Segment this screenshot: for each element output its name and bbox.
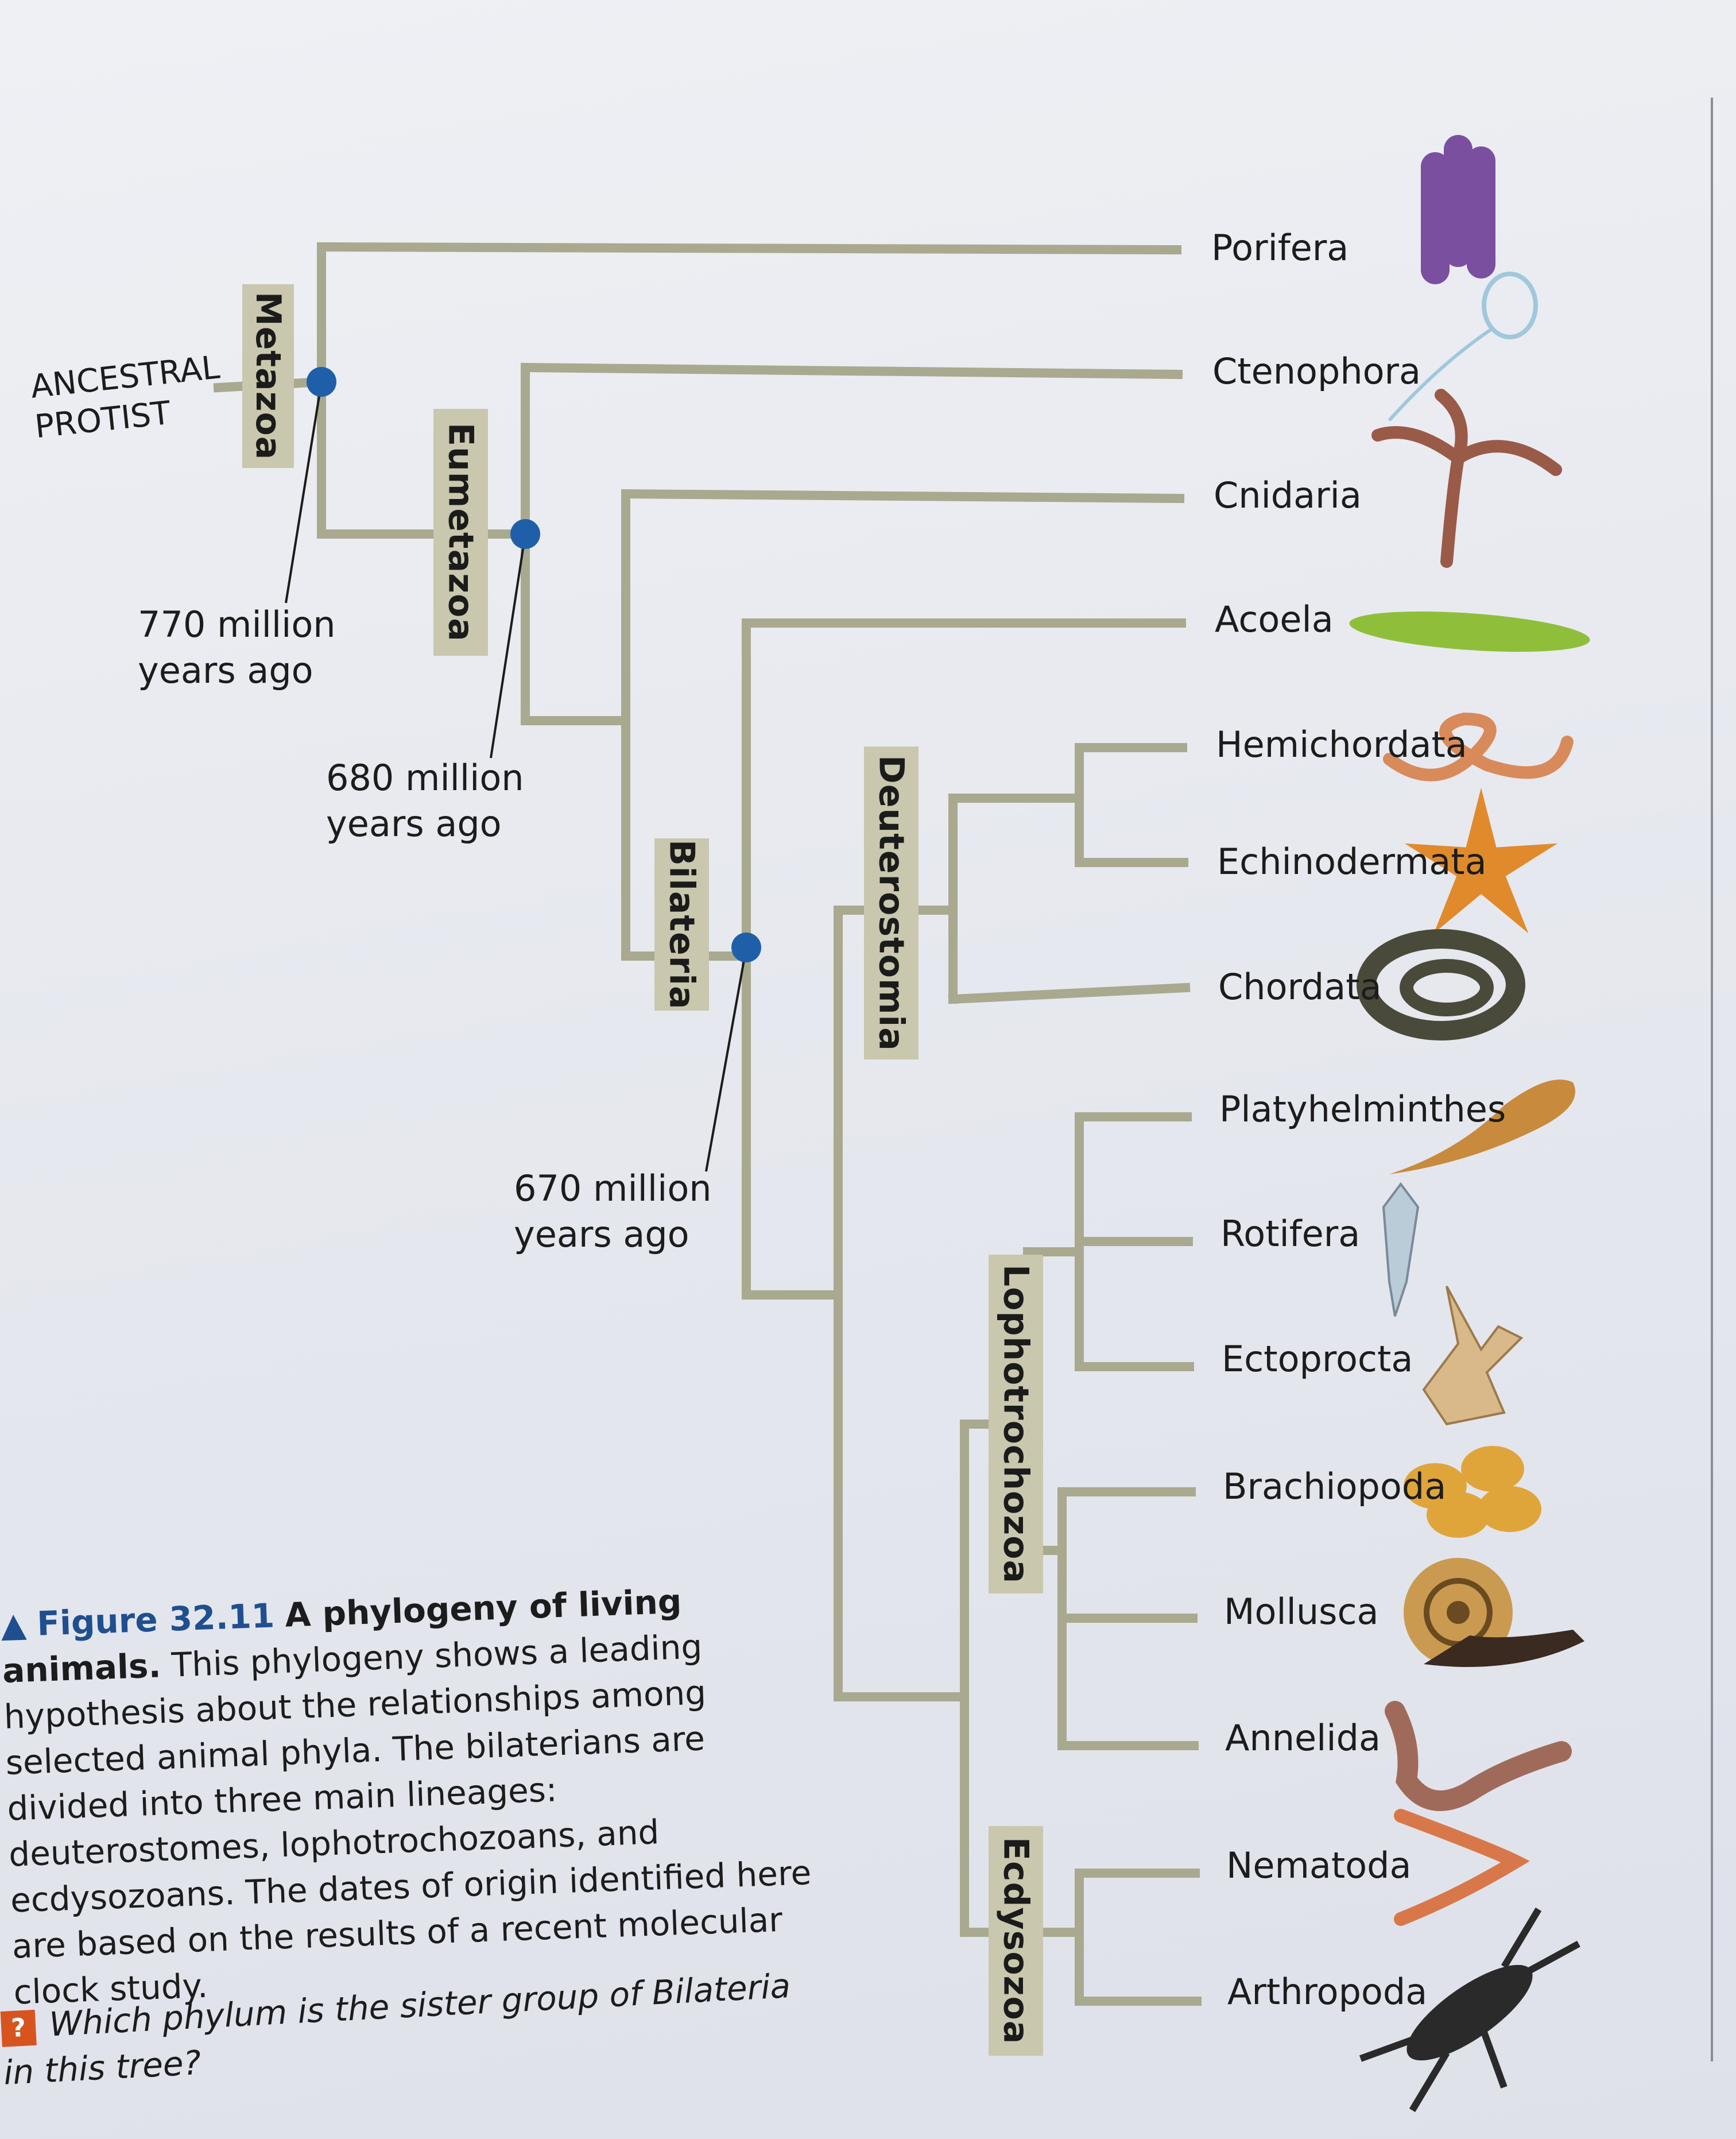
date-770-line1: 770 million [138, 604, 336, 645]
snail-icon [1404, 1558, 1584, 1667]
clade-bilateria: Bilateria [654, 838, 709, 1011]
date-680-line1: 680 million [326, 757, 524, 799]
page-margin-rule [1711, 98, 1713, 2061]
node-metazoa-dot [307, 367, 336, 397]
lobster-icon [1359, 1907, 1580, 2113]
comb-jelly-icon [1388, 272, 1538, 422]
taxon-brachiopoda: Brachiopoda [1223, 1465, 1447, 1507]
taxon-mollusca: Mollusca [1224, 1591, 1379, 1633]
date-680-line2: years ago [326, 803, 502, 845]
taxon-hemichordata: Hemichordata [1216, 724, 1467, 765]
branch-cnidaria [621, 489, 1185, 504]
earthworm-icon [1385, 1701, 1572, 1811]
date-770-line2: years ago [138, 649, 313, 691]
taxon-icons [1349, 135, 1590, 2113]
clade-ecdysozoa: Ecdysozoa [989, 1826, 1043, 2056]
taxon-platyhelminthes: Platyhelminthes [1219, 1088, 1506, 1130]
pointer-680 [490, 533, 526, 759]
caption-triangle-icon: ▲ [0, 1604, 28, 1645]
clade-metazoa: Metazoa [242, 284, 294, 468]
hydra-icon [1371, 389, 1562, 568]
taxon-acoela: Acoela [1215, 598, 1334, 640]
caption-figure-number: Figure 32.11 [36, 1596, 276, 1643]
taxon-ctenophora: Ctenophora [1212, 350, 1421, 392]
taxon-porifera: Porifera [1211, 227, 1349, 269]
pointer-770 [285, 381, 323, 604]
roundworm-icon [1394, 1809, 1530, 1926]
clade-deuterostomia: Deuterostomia [864, 746, 919, 1059]
taxon-ectoprocta: Ectoprocta [1222, 1338, 1413, 1380]
brachiopod-icon [1404, 1446, 1541, 1538]
acoel-worm-icon [1349, 611, 1590, 652]
acorn-worm-icon [1383, 712, 1574, 782]
taxon-rotifera: Rotifera [1220, 1213, 1361, 1255]
tree-nodes [285, 367, 761, 1172]
taxon-annelida: Annelida [1225, 1717, 1381, 1759]
date-680: 680 million years ago [326, 755, 524, 847]
taxon-cnidaria: Cnidaria [1214, 474, 1362, 516]
sponge-icon [1421, 135, 1495, 284]
question-badge-icon: ? [0, 2009, 37, 2047]
branch-porifera [316, 242, 1182, 255]
rotifer-icon [1382, 1182, 1420, 1317]
branch-ctenophora [520, 362, 1183, 380]
branch-chordata [948, 983, 1191, 1004]
date-670: 670 million years ago [514, 1166, 712, 1258]
pointer-670 [705, 947, 747, 1172]
bryozoan-icon [1422, 1286, 1524, 1426]
figure-caption: ▲ Figure 32.11 A phylogeny of living ani… [0, 1574, 817, 2015]
taxon-echinodermata: Echinodermata [1217, 841, 1487, 883]
clade-eumetazoa: Eumetazoa [433, 409, 488, 656]
lamprey-icon [1357, 929, 1525, 1041]
date-670-line2: years ago [514, 1213, 689, 1255]
sea-star-icon [1404, 788, 1558, 934]
node-bilateria-dot [731, 933, 761, 962]
taxon-nematoda: Nematoda [1226, 1844, 1412, 1886]
date-770: 770 million years ago [138, 602, 336, 694]
node-eumetazoa-dot [510, 519, 540, 549]
clade-lophotrochozoa: Lophotrochozoa [989, 1255, 1043, 1593]
flatworm-icon [1389, 1080, 1575, 1174]
taxon-chordata: Chordata [1218, 966, 1382, 1008]
taxon-arthropoda: Arthropoda [1227, 1971, 1428, 2013]
date-670-line1: 670 million [514, 1167, 712, 1209]
